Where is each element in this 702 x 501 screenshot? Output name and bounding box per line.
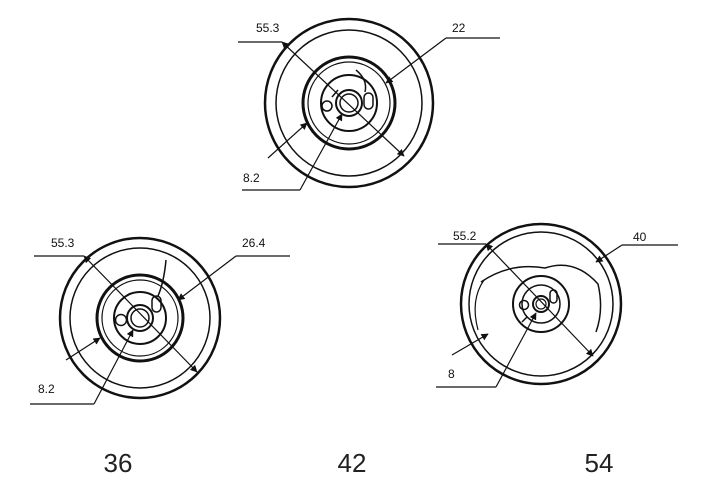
outer-diameter-label: 55.3 (51, 236, 75, 250)
wheel-outline (263, 17, 435, 189)
wheel-diagram-54: 55.2 40 8 (436, 222, 678, 388)
dimension-lines (30, 255, 290, 405)
hub-diameter-label: 40 (633, 230, 647, 244)
dimension-lines (436, 243, 678, 388)
pin-offset-label: 8 (448, 367, 455, 381)
hub-diameter-label: 26.4 (242, 236, 266, 250)
wheel-diagram-42: 55.3 22 8.2 (238, 17, 500, 191)
outer-diameter-label: 55.3 (256, 21, 280, 35)
wheel-diagram-36: 55.3 26.4 8.2 (30, 236, 290, 405)
pin-offset-label: 8.2 (243, 171, 260, 185)
wheel-outline (459, 222, 623, 386)
dimension-lines (238, 37, 500, 191)
size-caption-42: 42 (338, 448, 367, 478)
wheel-outline (58, 236, 222, 400)
size-caption-54: 54 (585, 448, 614, 478)
hub-diameter-label: 22 (452, 21, 466, 35)
size-caption-36: 36 (104, 448, 133, 478)
outer-diameter-label: 55.2 (453, 229, 477, 243)
pin-offset-label: 8.2 (38, 382, 55, 396)
